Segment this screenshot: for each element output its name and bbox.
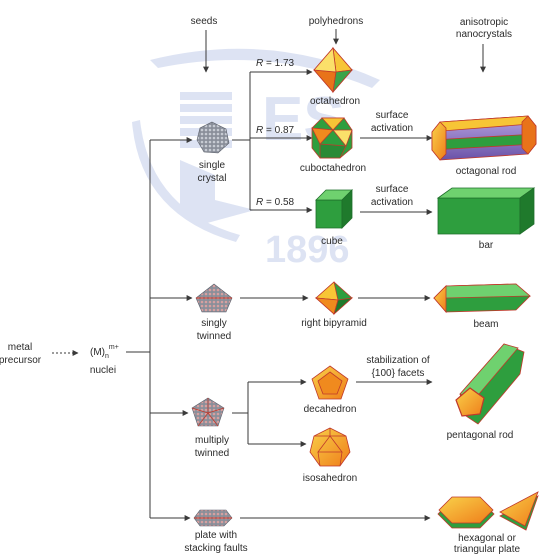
- cuboctahedron-label: cuboctahedron: [300, 163, 366, 174]
- header-polyhedrons: polyhedrons: [309, 16, 363, 27]
- precursor-label: precursor: [0, 355, 42, 366]
- surface-activation-2a: surface: [376, 184, 409, 195]
- isosahedron-icon: [310, 428, 350, 466]
- surface-activation-1a: surface: [376, 110, 409, 121]
- octagonal-rod-label: octagonal rod: [456, 166, 517, 177]
- isosahedron-label: isosahedron: [303, 473, 357, 484]
- ratio-cuboctahedron: R = 0.87: [256, 125, 295, 136]
- decahedron-icon: [312, 366, 348, 399]
- right-bipyramid-label: right bipyramid: [301, 318, 367, 329]
- seed-plate-icon: [194, 510, 232, 526]
- beam-icon: [434, 284, 530, 312]
- multiply-twinned-branches: [232, 382, 306, 444]
- plate-label-line2: triangular plate: [454, 544, 521, 554]
- bar-label: bar: [479, 240, 494, 251]
- seed-multiply-twinned-line1: multiply: [195, 435, 229, 446]
- octahedron-label: octahedron: [310, 96, 360, 107]
- surface-activation-1b: activation: [371, 123, 413, 134]
- seed-multiply-twinned-icon: [192, 398, 224, 426]
- seed-single-crystal-line1: single: [199, 160, 226, 171]
- pentagonal-rod-icon: [456, 344, 524, 424]
- cube-icon: [316, 190, 352, 228]
- metal-label: metal: [8, 342, 32, 353]
- seed-singly-twinned-line1: singly: [201, 318, 227, 329]
- seed-singly-twinned-line2: twinned: [197, 331, 231, 342]
- beam-label: beam: [473, 319, 498, 330]
- ratio-octahedron: R = 1.73: [256, 58, 295, 69]
- nuclei-formula: (M)nm+: [90, 344, 119, 360]
- octagonal-rod-icon: [432, 116, 536, 160]
- bar-icon: [438, 188, 534, 234]
- header-nanocrystals: nanocrystals: [456, 29, 512, 40]
- cube-label: cube: [321, 236, 343, 247]
- stabilization-line2: {100} facets: [372, 368, 425, 379]
- seed-singly-twinned-icon: [196, 284, 232, 312]
- seed-multiply-twinned-line2: twinned: [195, 448, 229, 459]
- seed-plate-line1: plate with: [195, 530, 237, 541]
- cuboctahedron-icon: [312, 118, 352, 158]
- stabilization-line1: stabilization of: [366, 355, 430, 366]
- header-seeds: seeds: [191, 16, 218, 27]
- hexagonal-plate-icon: [438, 497, 494, 528]
- triangular-plate-icon: [500, 492, 538, 530]
- surface-activation-2b: activation: [371, 197, 413, 208]
- seed-single-crystal-line2: crystal: [198, 173, 227, 184]
- nuclei-label: nuclei: [90, 365, 116, 376]
- decahedron-label: decahedron: [304, 404, 357, 415]
- plate-label-line1: hexagonal or: [458, 533, 516, 544]
- right-bipyramid-icon: [316, 282, 352, 314]
- ratio-cube: R = 0.58: [256, 197, 295, 208]
- header-anisotropic: anisotropic: [460, 17, 508, 28]
- seed-single-crystal-icon: [197, 122, 229, 153]
- pentagonal-rod-label: pentagonal rod: [447, 430, 514, 441]
- seed-plate-line2: stacking faults: [184, 543, 247, 554]
